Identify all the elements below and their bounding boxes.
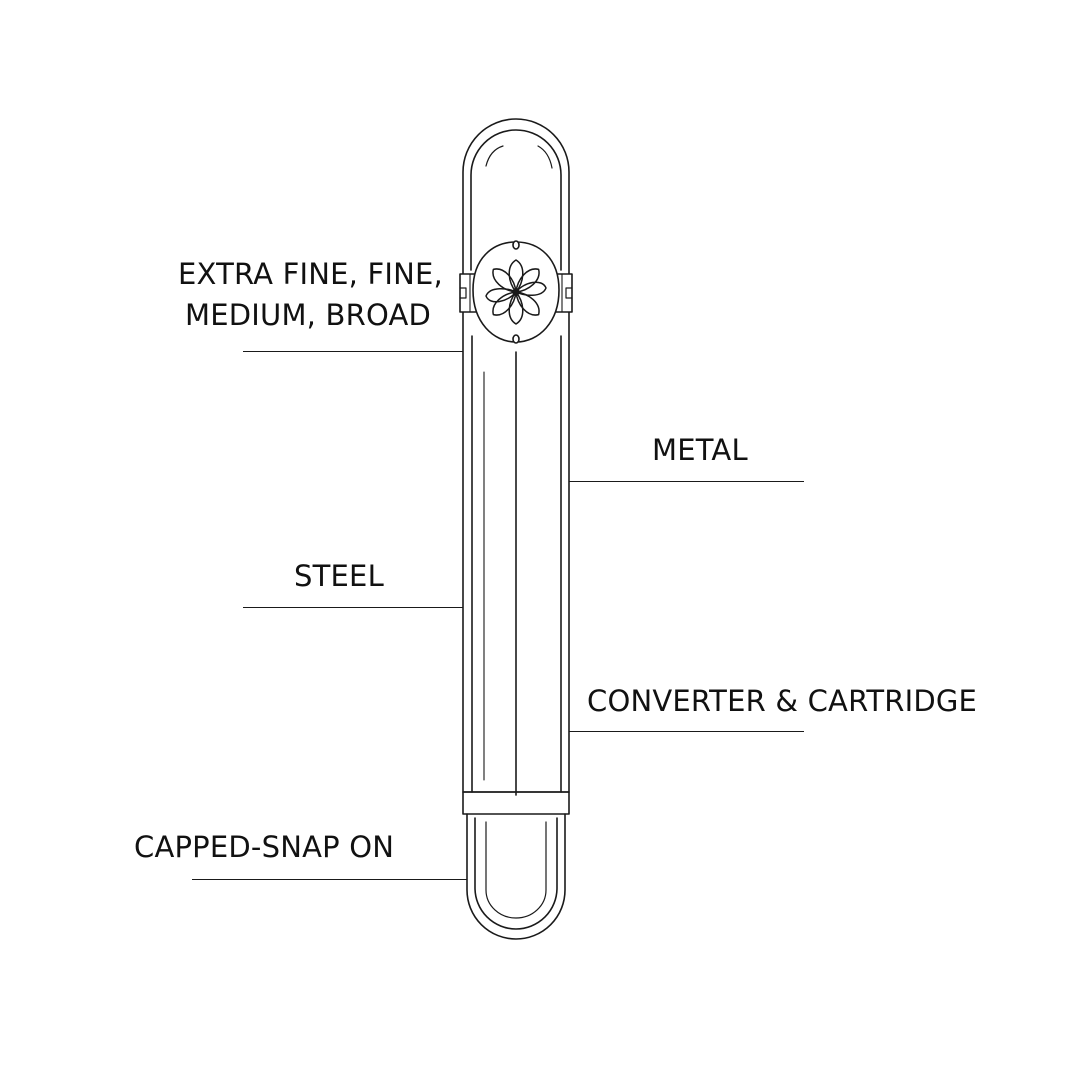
pen-bottom-window (485, 821, 547, 919)
pen-cap-highlight-right (537, 145, 553, 169)
leader-filling-system (569, 731, 804, 732)
pen-cap-top-inner (470, 129, 562, 271)
pen-cap-highlight-left (485, 145, 504, 167)
pen-bottom-end-inner (474, 817, 558, 930)
leader-body-material (569, 481, 804, 482)
callout-nib-material: STEEL (294, 559, 384, 593)
pen-cap-top (462, 118, 570, 276)
pen-bottom-end (466, 813, 566, 940)
pen-band-ring (462, 791, 570, 815)
callout-nib-sizes-line1: EXTRA FINE, FINE, (178, 257, 443, 291)
pen-clip-collar-tab-left (459, 287, 467, 299)
pen-clip-collar-tab-right (565, 287, 573, 299)
callout-cap-type: CAPPED-SNAP ON (134, 830, 395, 864)
leader-cap-type (192, 879, 467, 880)
leader-nib-material (243, 607, 463, 608)
callout-filling-system: CONVERTER & CARTRIDGE (587, 684, 978, 718)
leader-nib-sizes (243, 351, 463, 352)
clip-flower-ornament-icon (472, 240, 560, 344)
callout-body-material: METAL (652, 433, 748, 467)
callout-nib-sizes-line2: MEDIUM, BROAD (185, 298, 432, 332)
